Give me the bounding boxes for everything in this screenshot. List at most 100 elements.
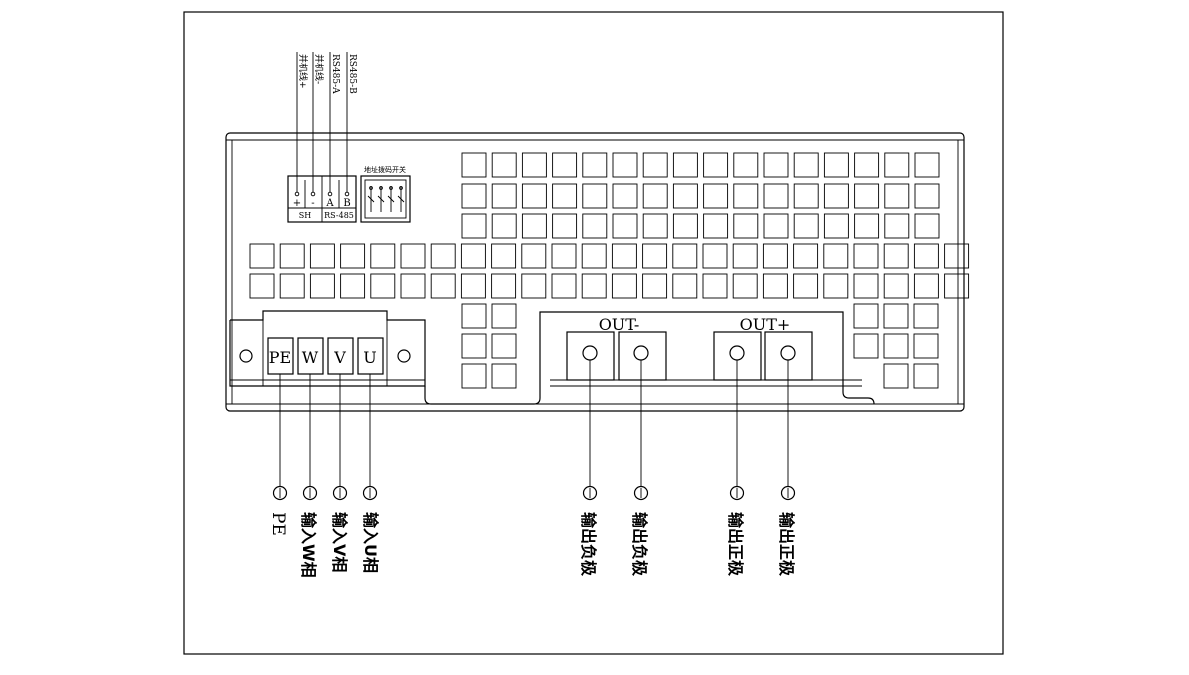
vent-hole [854, 152, 880, 178]
vent-hole [823, 273, 849, 299]
dip-lever-dot [399, 186, 403, 190]
vent-hole [521, 273, 547, 299]
vent-hole [884, 152, 910, 178]
dip-lever-dot [389, 186, 393, 190]
terminal-v-label: V [333, 348, 346, 367]
vent-hole [552, 213, 578, 239]
pin-rs-a [327, 191, 333, 197]
vent-hole [430, 243, 456, 269]
vent-hole [612, 152, 638, 178]
vent-hole [793, 243, 819, 269]
vent-hole [491, 152, 517, 178]
vent-hole [552, 183, 578, 209]
vent-hole [582, 152, 608, 178]
callout-input-u: 输入U相 [361, 512, 380, 573]
vent-hole [883, 243, 909, 269]
vent-hole [913, 363, 939, 389]
vent-hole [672, 213, 698, 239]
rs-a-label: A [325, 198, 334, 209]
vent-hole [763, 183, 789, 209]
vent-hole [612, 183, 638, 209]
vent-hole [854, 183, 880, 209]
dip-lever-dot [369, 186, 373, 190]
vent-hole [582, 213, 608, 239]
callout-pe: PE [268, 512, 288, 536]
callout-output-neg-2: 输出负极 [630, 512, 649, 577]
signal-wires [296, 52, 348, 192]
vent-hole [400, 243, 426, 269]
dip-lever-tick [377, 195, 385, 203]
out-neg-terminal-1 [566, 331, 615, 381]
vent-hole [370, 243, 396, 269]
vent-hole [703, 152, 729, 178]
sh-group-label: SH [299, 211, 311, 220]
vent-hole [914, 213, 940, 239]
vent-hole [883, 363, 909, 389]
vent-hole [703, 183, 729, 209]
vent-hole [884, 183, 910, 209]
out-pos-terminal-2 [764, 331, 813, 381]
vent-hole [703, 213, 729, 239]
terminal-v [327, 337, 354, 375]
vent-hole [461, 363, 487, 389]
vent-hole [913, 243, 939, 269]
dip-switch-label: 地址拨码开关 [364, 165, 406, 174]
terminal-u [357, 337, 384, 375]
vent-hole [249, 273, 275, 299]
vent-hole [340, 273, 366, 299]
dip-lever-tick [397, 195, 405, 203]
vent-hole [279, 273, 305, 299]
vent-hole [521, 213, 547, 239]
vent-hole [461, 303, 487, 329]
rs485-group-label: RS-485 [324, 211, 354, 220]
vent-hole [491, 273, 517, 299]
pin-sh-minus [310, 191, 316, 197]
vent-hole [762, 243, 788, 269]
output-recess: OUT- OUT+ [424, 311, 875, 405]
terminal-u-label: U [363, 348, 376, 367]
vent-hole [611, 243, 637, 269]
vent-hole [309, 273, 335, 299]
vent-hole [944, 273, 970, 299]
vent-hole [672, 243, 698, 269]
wire-label-host-minus: 并机线- [313, 54, 325, 84]
out-neg-terminal-2 [618, 331, 667, 381]
vent-hole [733, 183, 759, 209]
signal-connector: + - A B SH RS-485 [287, 175, 357, 223]
pin-rs-b [344, 191, 350, 197]
vent-hole [883, 273, 909, 299]
vent-hole [732, 273, 758, 299]
vent-hole [552, 152, 578, 178]
vent-hole [702, 273, 728, 299]
vent-hole [733, 213, 759, 239]
vent-hole [763, 152, 789, 178]
terminal-pe-label: PE [269, 348, 291, 367]
vent-hole [793, 183, 819, 209]
vent-hole [823, 243, 849, 269]
out-positive-label: OUT+ [740, 315, 791, 334]
callout-labels: PE 输入W相 输入V相 输入U相 输出负极 输出负极 输出正极 输出正极 [268, 512, 796, 578]
vent-hole [551, 243, 577, 269]
vent-hole [309, 243, 335, 269]
vent-hole [581, 243, 607, 269]
vent-hole [279, 243, 305, 269]
vent-hole [461, 183, 487, 209]
vent-hole [672, 273, 698, 299]
vent-hole [883, 303, 909, 329]
out-negative-label: OUT- [599, 315, 640, 334]
out-pos-terminal-1 [713, 331, 762, 381]
vent-hole [460, 243, 486, 269]
vent-hole [884, 213, 910, 239]
vent-hole [340, 243, 366, 269]
vent-hole [461, 213, 487, 239]
vent-hole [370, 273, 396, 299]
ventilation-grid [249, 152, 970, 389]
vent-hole [642, 213, 668, 239]
vent-hole [853, 303, 879, 329]
terminal-w [297, 337, 324, 375]
mount-hole-right [397, 349, 411, 363]
vent-hole [944, 243, 970, 269]
vent-hole [914, 152, 940, 178]
